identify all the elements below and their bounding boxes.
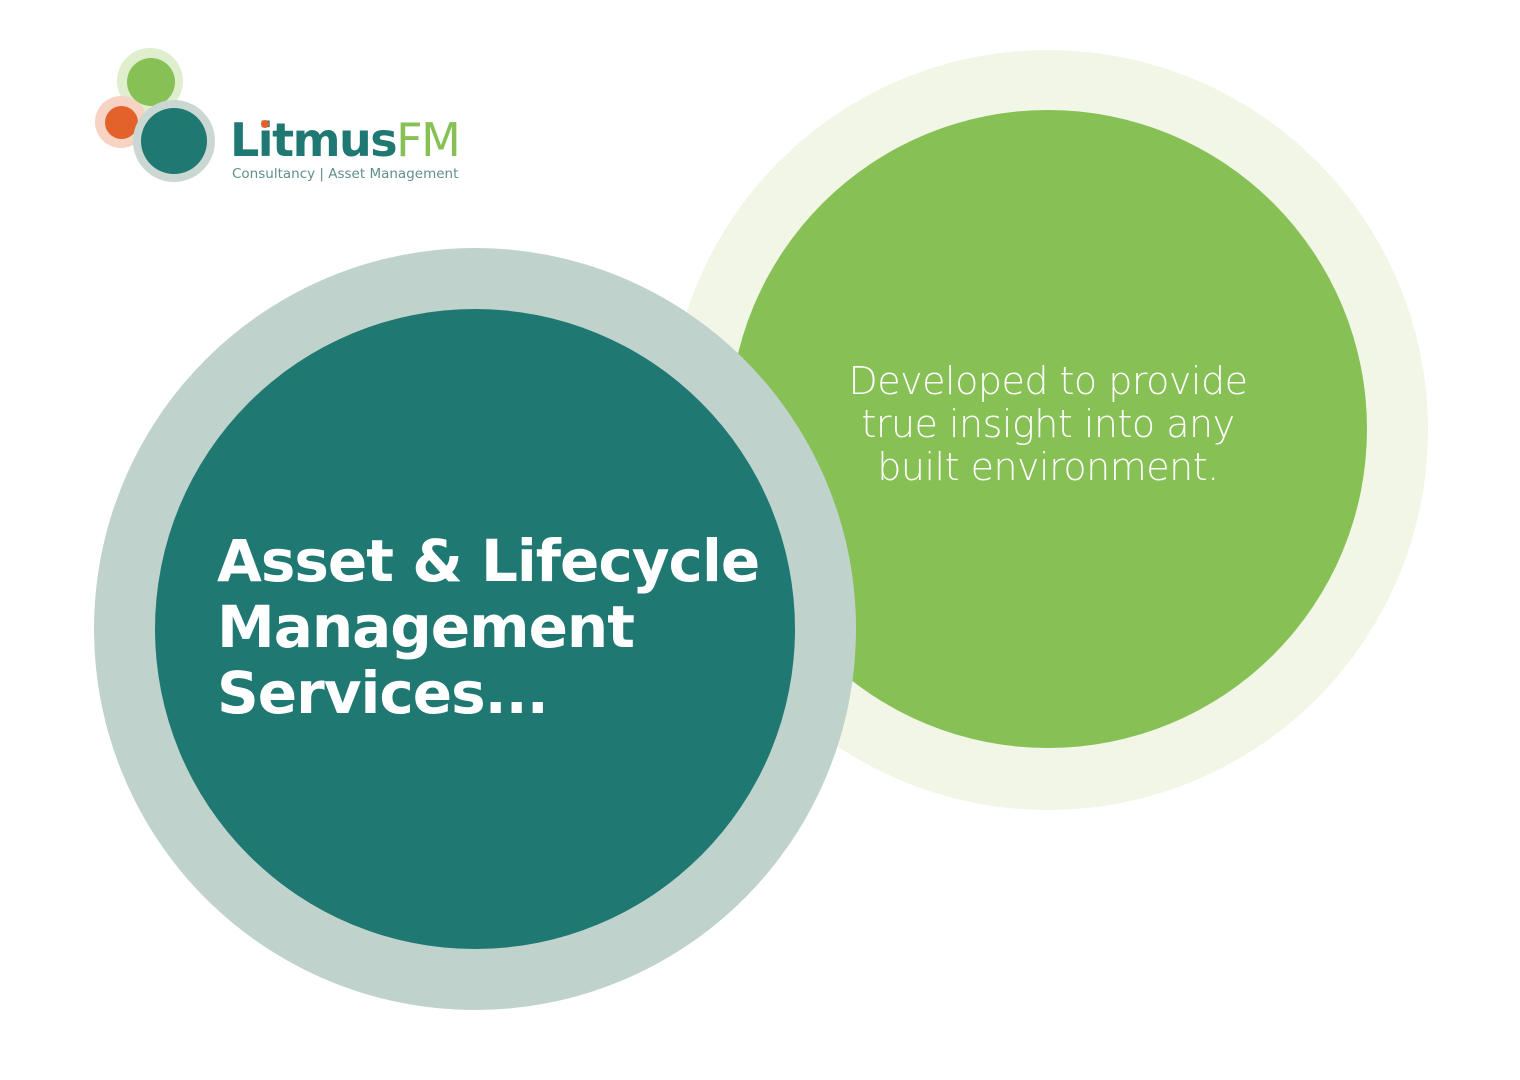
title-line-3: Services... xyxy=(217,659,549,727)
title-line-2: Management xyxy=(217,593,635,661)
subtitle-line-1: Developed to provide xyxy=(848,359,1248,403)
logo-i-dot-icon xyxy=(261,120,269,128)
teal-circle xyxy=(155,309,795,949)
logo-green-circle-icon xyxy=(127,58,175,106)
subtitle-text: Developed to provide true insight into a… xyxy=(808,360,1288,489)
logo-wordmark: LitmusFM xyxy=(230,112,461,168)
title-line-1: Asset & Lifecycle xyxy=(217,527,760,595)
logo-orange-circle-icon xyxy=(105,106,138,139)
logo-name-litmus: Litmus xyxy=(230,113,398,167)
hero-title: Asset & Lifecycle Management Services... xyxy=(217,528,777,726)
logo-name-fm: FM xyxy=(396,113,461,167)
subtitle-line-2: true insight into any xyxy=(861,402,1235,446)
logo: LitmusFM Consultancy | Asset Management xyxy=(0,0,520,210)
logo-teal-circle-icon xyxy=(141,108,207,174)
subtitle-line-3: built environment. xyxy=(877,445,1219,489)
logo-tagline: Consultancy | Asset Management xyxy=(232,166,459,182)
